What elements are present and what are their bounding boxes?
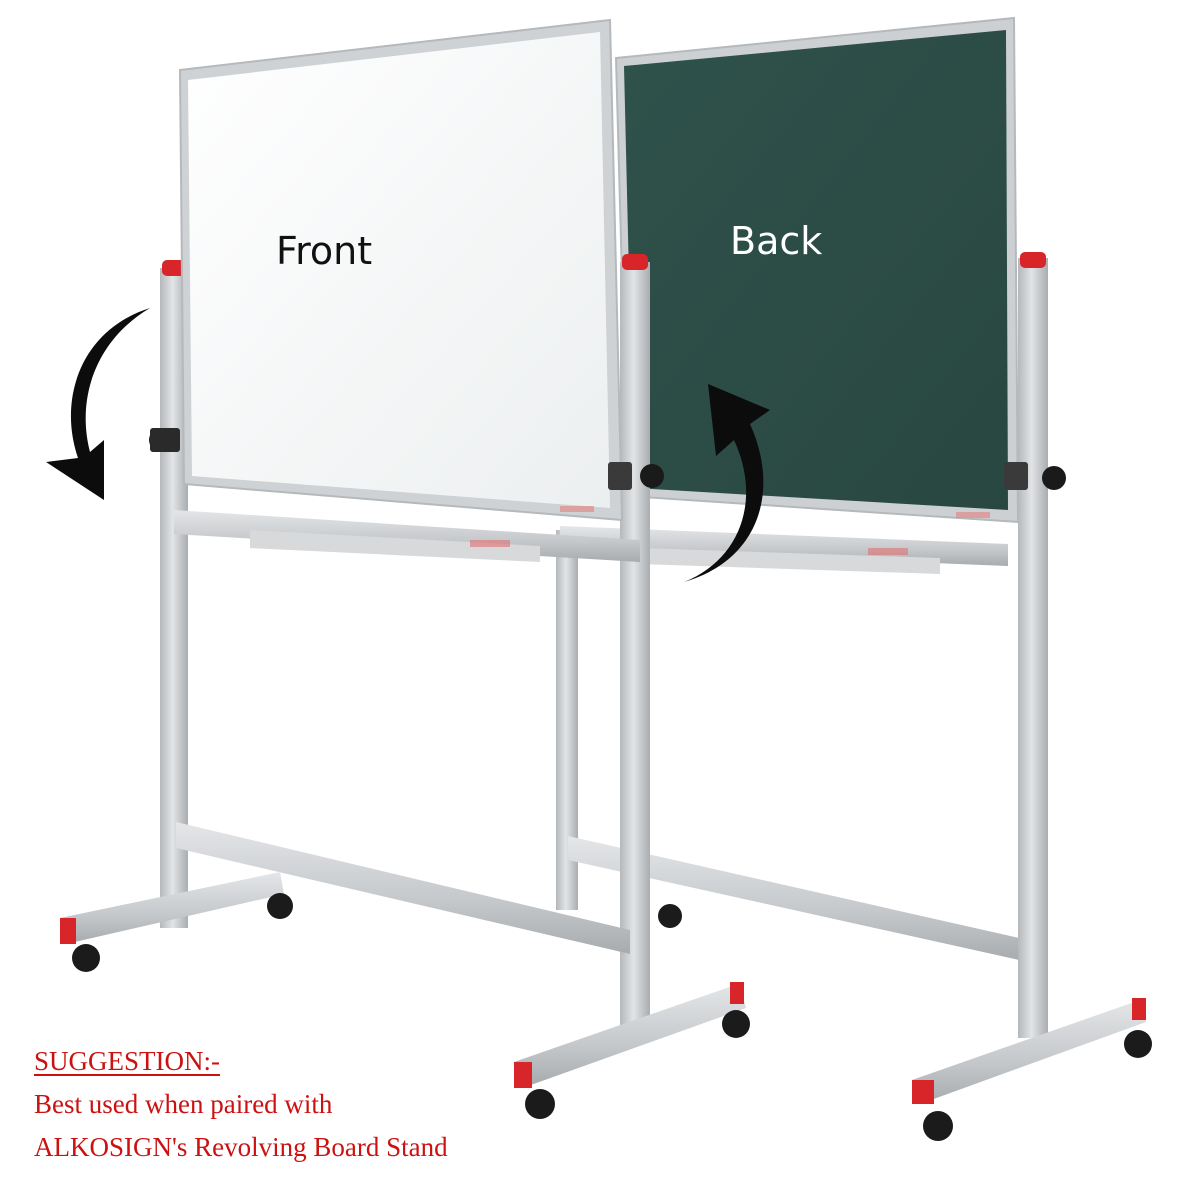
curved-arrow-up-icon [684, 384, 770, 582]
back-board-label: Back [730, 219, 823, 263]
tilt-knobs [149, 428, 1066, 490]
front-board-label: Front [276, 229, 373, 273]
suggestion-heading: SUGGESTION:- [34, 1046, 220, 1076]
suggestion-note: SUGGESTION:- Best used when paired with … [34, 1040, 448, 1169]
whiteboard [178, 18, 624, 522]
green-chalkboard [614, 16, 1020, 524]
front-stand [60, 260, 744, 1088]
center-post [620, 254, 650, 1037]
curved-arrow-down-icon [46, 308, 150, 500]
casters [72, 893, 1152, 1141]
suggestion-line-2: ALKOSIGN's Revolving Board Stand [34, 1132, 448, 1162]
suggestion-line-1: Best used when paired with [34, 1089, 333, 1119]
